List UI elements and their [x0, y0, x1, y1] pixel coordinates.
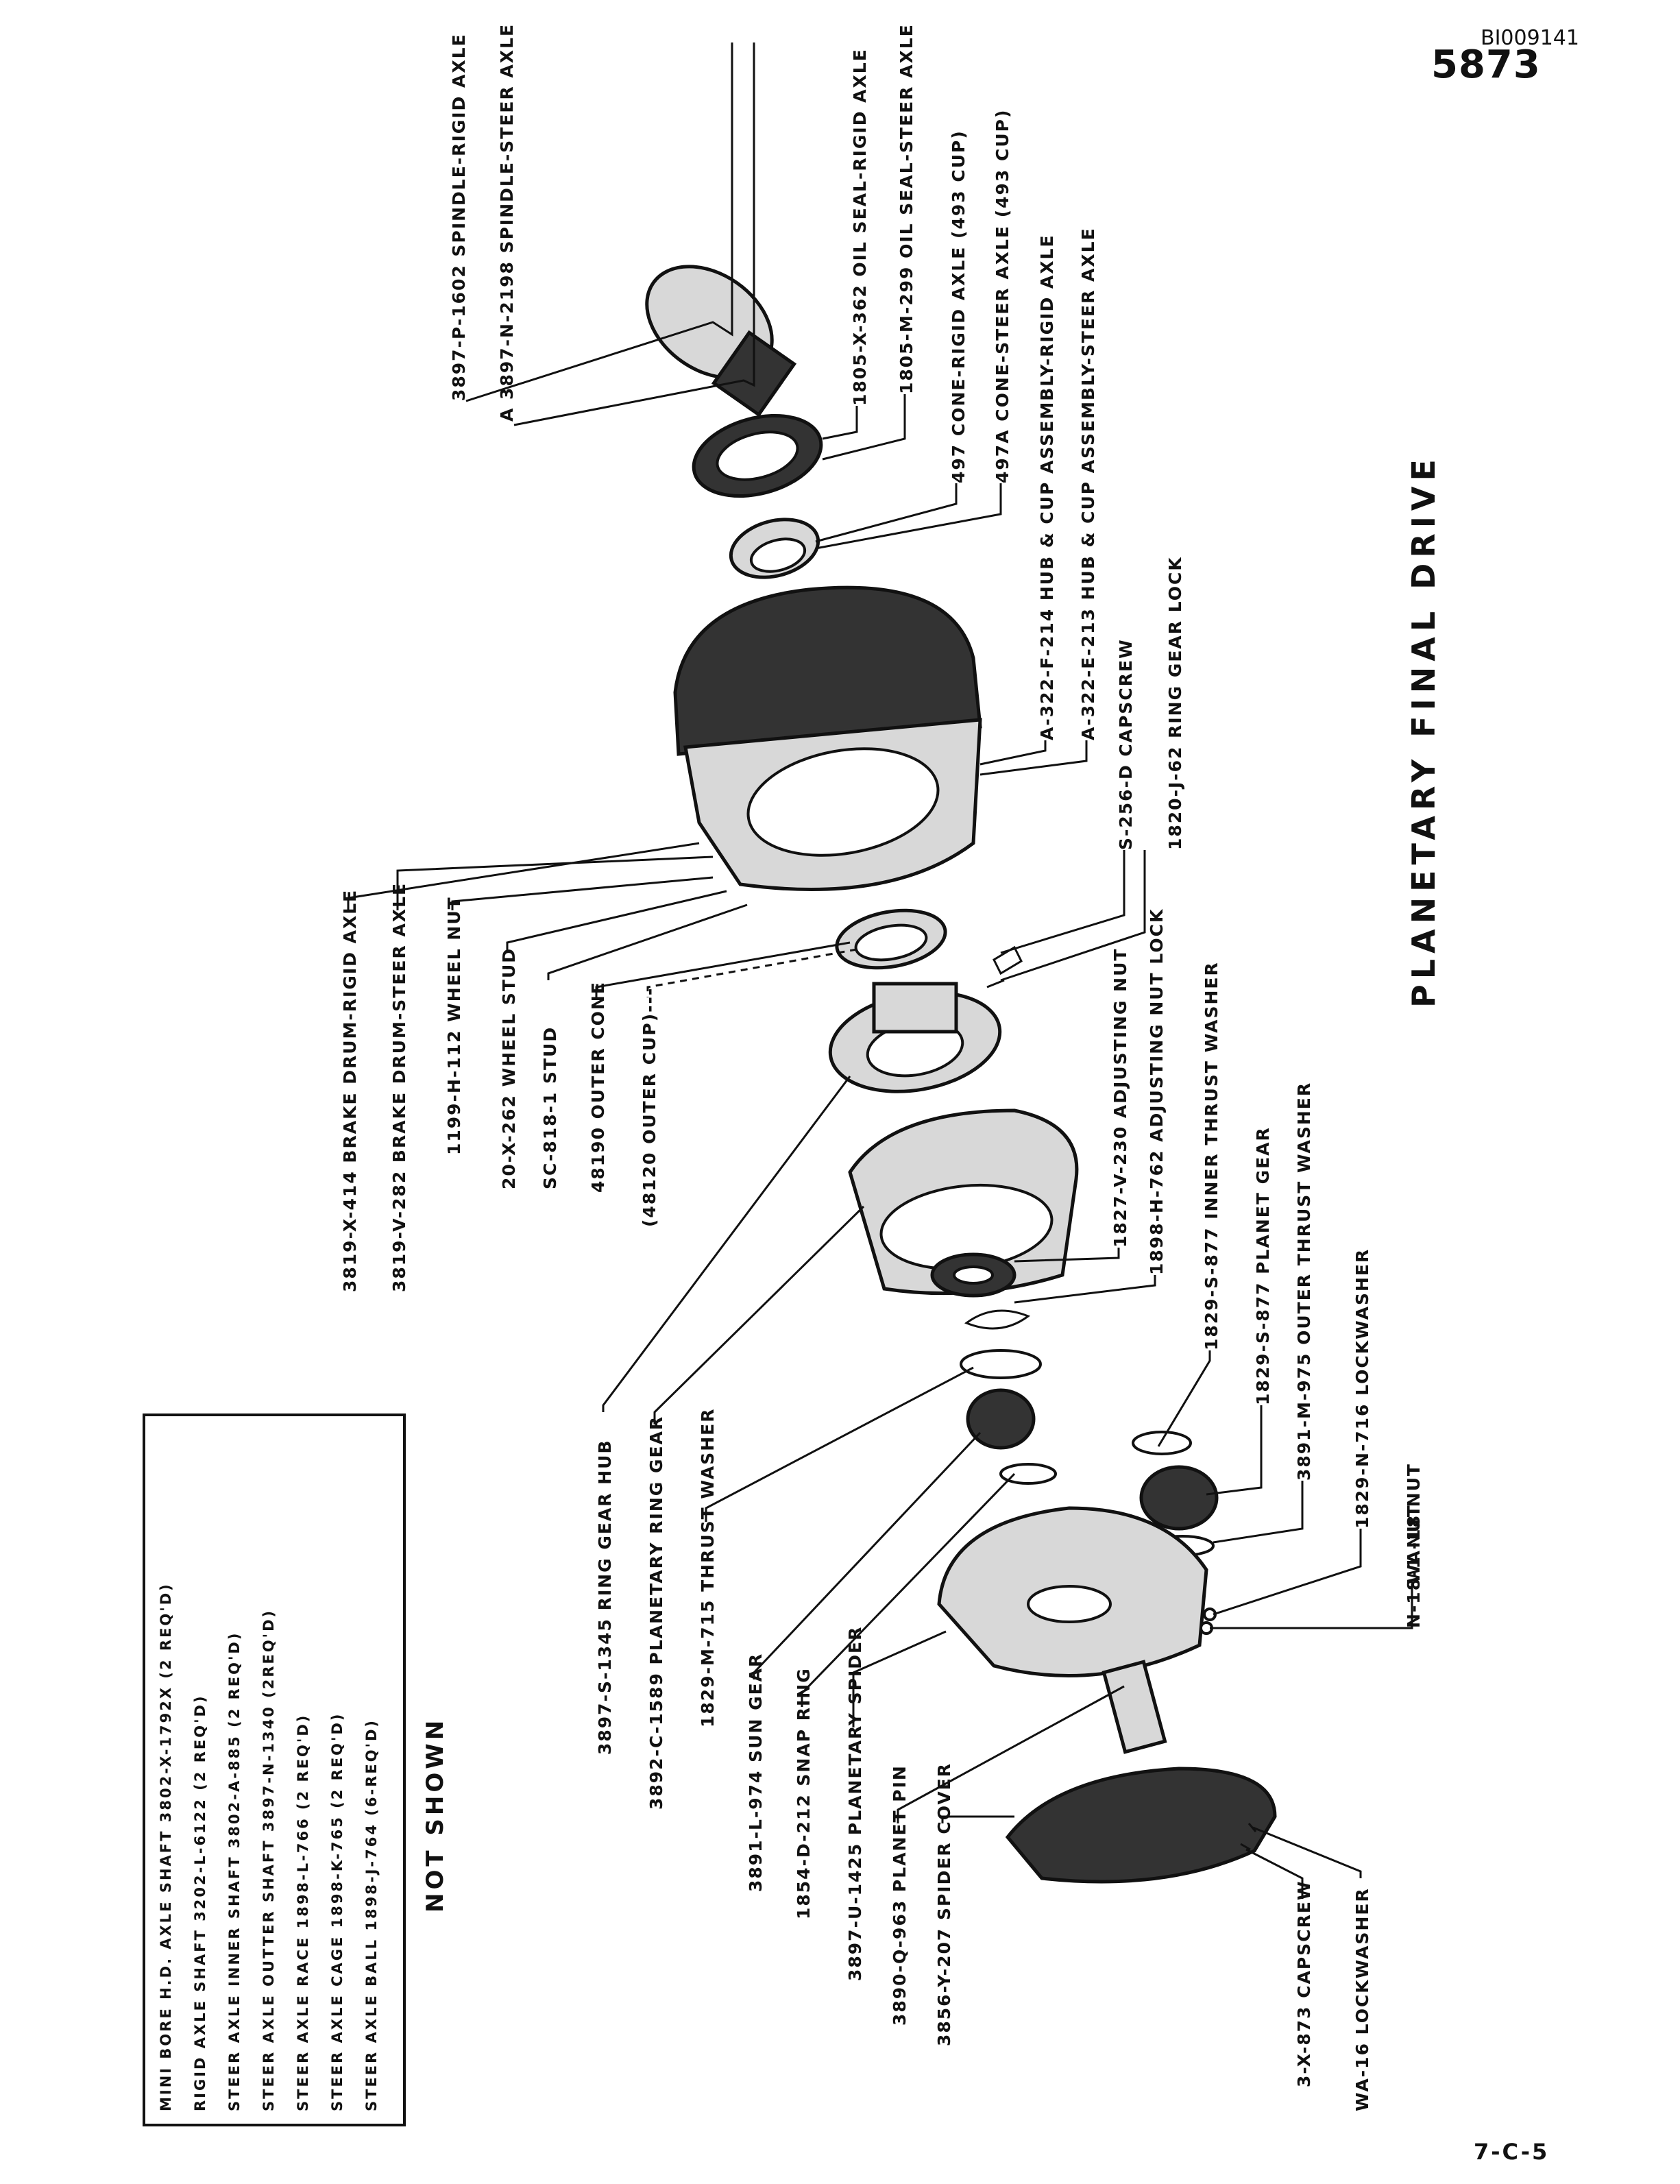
brake-drum-hub-part — [673, 585, 982, 891]
callout-label: A-322-F-214 HUB & CUP ASSEMBLY-RIGID AXL… — [1037, 234, 1057, 740]
callout-label: 3819-V-282 BRAKE DRUM-STEER AXLE — [389, 882, 409, 1292]
ring-gear-lock-part — [986, 945, 1023, 988]
callout-label: 1805-X-362 OIL SEAL-RIGID AXLE — [850, 48, 870, 406]
ring-gear-hub-part — [828, 982, 1002, 1093]
leader-lines — [347, 43, 1413, 1899]
diagram-title: PLANETARY FINAL DRIVE — [1405, 454, 1442, 1008]
callout-label: WA-16 LOCKWASHER — [1352, 1887, 1372, 2111]
sun-gear-part — [966, 1388, 1036, 1450]
callout-label: 1827-V-230 ADJUSTING NUT — [1110, 947, 1130, 1248]
capscrew-part — [1240, 1823, 1257, 1851]
not-shown-item: RIGID AXLE SHAFT 3202-L-6122 (2 REQ'D) — [192, 1694, 208, 2111]
planetary-spider-part — [937, 1506, 1208, 1677]
page-reference: 7-C-5 — [1474, 2139, 1550, 2165]
page-number: 5873 — [1431, 43, 1541, 87]
callout-label: N-18-1 NUT — [1404, 1504, 1424, 1628]
not-shown-item: STEER AXLE RACE 1898-L-766 (2 REQ'D) — [295, 1713, 311, 2111]
callout-label: 1805-M-299 OIL SEAL-STEER AXLE — [897, 23, 916, 394]
callout-label: 1199-H-112 WHEEL NUT — [444, 896, 464, 1155]
callout-label: 3897-P-1602 SPINDLE-RIGID AXLE — [449, 33, 469, 401]
callout-label: 3892-C-1589 PLANETARY RING GEAR — [646, 1415, 666, 1810]
callout-label: 1829-S-877 INNER THRUST WASHER — [1202, 961, 1221, 1350]
planetary-ring-gear-part — [848, 1108, 1079, 1296]
callout-label: 497A CONE-STEER AXLE (493 CUP) — [993, 108, 1012, 483]
callout-label: A-322-E-213 HUB & CUP ASSEMBLY-STEER AXL… — [1078, 227, 1098, 740]
callout-label: 1829-N-716 LOCKWASHER — [1352, 1248, 1372, 1529]
thrust-washer-part — [960, 1349, 1042, 1379]
callout-label: 3819-X-414 BRAKE DRUM-RIGID AXLE — [340, 888, 360, 1292]
callout-label: 1898-H-762 ADJUSTING NUT LOCK — [1147, 908, 1167, 1275]
callout-label: 3897-S-1345 RING GEAR HUB — [595, 1439, 615, 1756]
planet-pin-part — [1101, 1660, 1167, 1754]
not-shown-caption: NOT SHOWN — [422, 1716, 449, 1913]
inner-thrust-washer-part — [1132, 1431, 1192, 1455]
callout-label: A 3897-N-2198 SPINDLE-STEER AXLE — [497, 23, 517, 422]
callout-label: 3897-U-1425 PLANETARY SPIDER — [845, 1625, 865, 1981]
not-shown-item: STEER AXLE BALL 1898-J-764 (6-REQ'D) — [363, 1718, 380, 2111]
adjusting-nut-lock-part — [964, 1309, 1031, 1330]
callout-label: 1854-D-212 SNAP RING — [794, 1667, 814, 1919]
snap-ring-part — [999, 1463, 1057, 1485]
not-shown-parts-box — [143, 1413, 406, 2126]
callout-label: 20-X-262 WHEEL STUD — [499, 947, 519, 1189]
planet-gear-part — [1139, 1465, 1219, 1531]
spider-cover-part — [1005, 1767, 1277, 1884]
callout-label: 3891-L-974 SUN GEAR — [746, 1652, 766, 1892]
spindle-part — [645, 265, 797, 417]
callout-label: 3891-M-975 OUTER THRUST WASHER — [1294, 1081, 1314, 1481]
callout-label: 3-X-873 CAPSCREW — [1294, 1880, 1314, 2087]
not-shown-item: STEER AXLE CAGE 1898-K-765 (2 REQ'D) — [329, 1712, 345, 2111]
not-shown-item: STEER AXLE INNER SHAFT 3802-A-885 (2 REQ… — [226, 1631, 243, 2111]
callout-label: 3890-Q-963 PLANET PIN — [890, 1764, 910, 2026]
callout-label: 1829-M-715 THRUST WASHER — [698, 1407, 718, 1727]
callout-label: 48190 OUTER CONE — [588, 981, 608, 1193]
callout-label: (48120 OUTER CUP)--- — [640, 986, 659, 1227]
callout-label: 1820-J-62 RING GEAR LOCK — [1165, 556, 1185, 850]
callout-label: S-256-D CAPSCREW — [1116, 638, 1136, 850]
callout-label: 1829-S-877 PLANET GEAR — [1253, 1126, 1273, 1405]
document-id: BI009141 — [1481, 26, 1579, 50]
not-shown-item: STEER AXLE OUTTER SHAFT 3897-N-1340 (2RE… — [260, 1608, 277, 2111]
callout-label: 3856-Y-207 SPIDER COVER — [934, 1762, 954, 2046]
callout-label: 497 CONE-RIGID AXLE (493 CUP) — [949, 130, 969, 483]
not-shown-item: MINI BORE H.D. AXLE SHAFT 3802-X-1792X (… — [158, 1582, 174, 2111]
callout-label: SC-818-1 STUD — [540, 1026, 560, 1189]
